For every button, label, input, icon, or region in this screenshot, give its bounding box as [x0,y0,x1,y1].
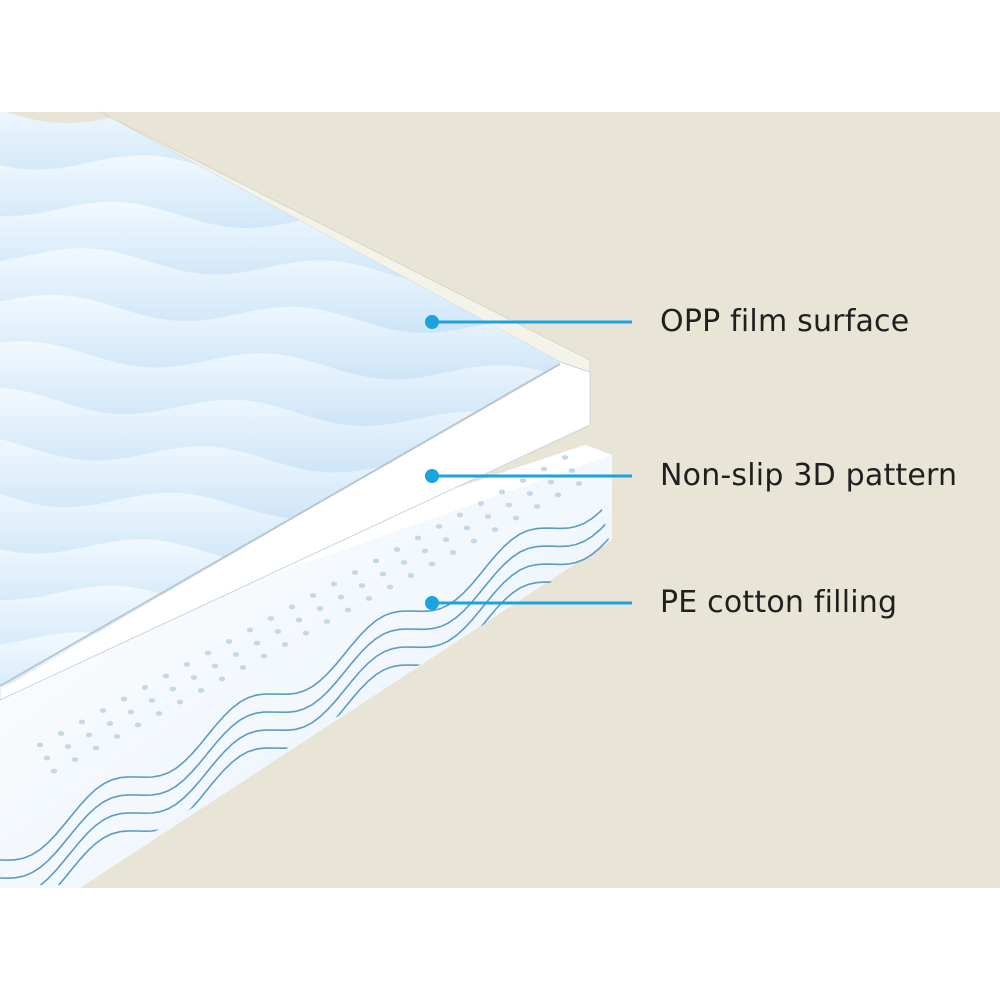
perforation-dot [85,732,93,738]
perforation-dot [575,481,583,486]
non-slip-perforations [36,455,583,774]
perforation-dot [561,455,569,460]
perforation-dot [134,722,142,728]
perforation-dot [435,524,443,529]
perforation-dot [533,504,541,509]
perforation-dot [197,688,205,693]
perforation-dot [239,665,247,670]
perforation-dot [190,675,198,680]
perforation-dot [407,573,415,578]
callout-pe-cotton [425,596,632,610]
perforation-dot [344,607,352,613]
perforation-dot [64,744,72,749]
perforation-dot [428,561,436,567]
perforation-dot [463,525,471,531]
perforation-dot [176,699,184,705]
perforation-dot [393,547,401,552]
perforation-dot [526,491,534,496]
perforation-dot [351,570,359,575]
perforation-dot [491,527,499,532]
label-non-slip-3d-pattern: Non-slip 3D pattern [660,458,958,493]
perforation-dot [50,768,58,774]
perforation-dot [323,619,331,624]
perforation-dot [225,639,233,644]
perforation-dot [232,652,240,657]
callout-opp-film [425,315,632,329]
perforation-dot [36,742,44,748]
perforation-dot [386,584,394,590]
perforation-dot [421,548,429,554]
perforation-dot [365,596,373,601]
perforation-dot [505,502,513,508]
perforation-dot [337,594,345,600]
perforation-dot [519,478,527,483]
perforation-dot [316,606,324,611]
callout-dot-icon [425,315,439,329]
perforation-dot [120,696,128,702]
perforation-dot [260,653,268,659]
perforation-dot [246,627,254,633]
perforation-dot [302,630,310,636]
perforation-dot [358,583,366,588]
perforation-dot [106,721,114,726]
perforation-dot [204,650,212,656]
perforation-dot [183,662,191,667]
perforation-dot [155,711,163,716]
perforation-dot [253,640,261,646]
label-pe-cotton-filling: PE cotton filling [660,585,898,620]
perforation-dot [127,709,135,715]
perforation-dot [547,479,555,485]
perforation-dot [456,512,464,518]
perforation-dot [57,731,65,736]
perforation-dot [309,593,317,598]
perforation-dot [267,616,275,621]
perforation-dot [162,673,170,679]
label-opp-film-surface: OPP film surface [660,304,910,339]
perforation-dot [449,550,457,555]
perforation-dot [568,468,576,473]
callout-dot-icon [425,596,439,610]
perforation-dot [43,755,51,761]
opp-film-highlight [0,363,561,687]
perforation-dot [71,757,79,762]
perforation-dot [274,629,282,634]
perforation-dot [113,734,121,739]
perforation-dot [498,489,506,495]
callout-dot-icon [425,469,439,483]
perforation-dot [554,492,562,498]
perforation-dot [218,676,226,682]
perforation-dot [78,719,86,725]
perforation-dot [379,571,387,577]
perforation-dot [92,745,100,751]
perforation-dot [281,642,289,647]
perforation-dot [484,514,492,519]
perforation-dot [540,466,548,472]
perforation-dot [211,663,219,669]
perforation-dot [470,538,478,544]
perforation-dot [442,537,450,542]
perforation-dot [99,708,107,713]
perforation-dot [148,698,156,703]
perforation-dot [295,617,303,623]
perforation-dot [372,558,380,564]
cotton-wave-line [0,465,610,862]
perforation-dot [330,581,338,587]
callout-non-slip-pattern [425,469,632,483]
cotton-wave-line [0,501,610,885]
cotton-wave-line [0,483,610,880]
perforation-dot [141,685,149,690]
perforation-dot [512,515,520,521]
perforation-dot [400,560,408,565]
perforation-dot [414,535,422,541]
perforation-dot [169,686,177,692]
perforation-dot [288,604,296,610]
perforation-dot [477,501,485,506]
